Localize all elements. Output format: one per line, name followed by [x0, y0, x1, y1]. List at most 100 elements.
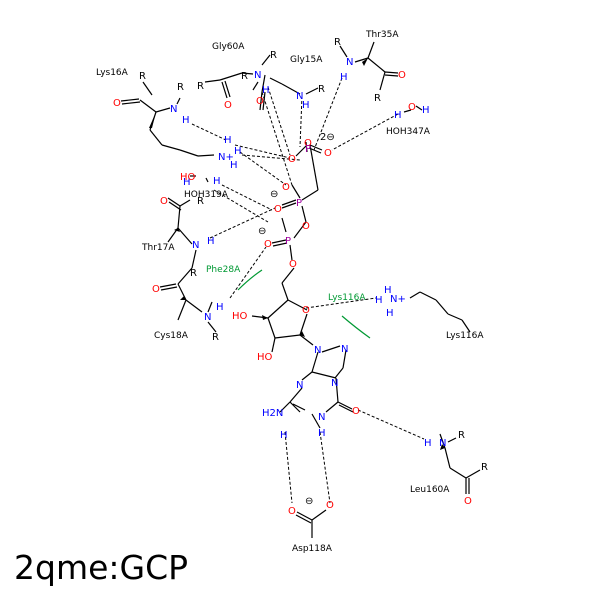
residue-phe28a-label: Phe28A: [206, 265, 241, 275]
atom-r: R: [481, 462, 488, 473]
residue-thr17a-label: Thr17A: [141, 243, 175, 253]
atom-h: H: [422, 105, 430, 116]
atom-o: O: [352, 406, 360, 417]
residue-hoh347a-label: HOH347A: [386, 127, 431, 137]
atom-n-plus: N+: [390, 294, 406, 305]
residue-gly15a-label: Gly15A: [290, 55, 323, 65]
atom-h: H: [302, 100, 310, 111]
atom-o: O: [464, 496, 472, 507]
residue-hoh319a-label: HOH319A: [184, 190, 229, 200]
atom-o: O: [282, 182, 290, 193]
atom-n: N: [314, 345, 321, 356]
atom-r: R: [212, 332, 219, 343]
atom-h: H: [280, 430, 288, 441]
bond-lines: [120, 41, 481, 538]
charge-labels: 2⊖ ⊖ ⊖ ⊖: [258, 132, 335, 507]
atom-n: N: [318, 412, 325, 423]
atom-o: O: [288, 154, 296, 165]
atom-n: N: [439, 438, 446, 449]
atom-r: R: [190, 268, 197, 279]
atom-o: O: [264, 239, 272, 250]
atom-o: O: [224, 100, 232, 111]
atom-o: O: [302, 305, 310, 316]
atom-h: H: [224, 135, 232, 146]
atom-p: P: [285, 236, 291, 247]
residue-lys16a-label: Lys16A: [96, 68, 129, 78]
atom-o: O: [256, 96, 264, 107]
atom-r: R: [197, 81, 204, 92]
atom-h: H: [386, 308, 394, 319]
atom-h: H: [384, 285, 392, 296]
atom-labels-oxygen: O O O O O O O O O O O O O O HO HO O O HO…: [113, 70, 472, 517]
atom-o: O: [113, 98, 121, 109]
atom-ho: HO: [232, 311, 248, 322]
atom-h2n: H2N: [262, 408, 283, 419]
atom-o: O: [274, 204, 282, 215]
residue-lys116a-label: Lys116A: [446, 331, 484, 341]
atom-h: H: [318, 428, 326, 439]
atom-r: R: [197, 196, 204, 207]
residue-gly60a-label: Gly60A: [212, 42, 245, 52]
atom-o: O: [324, 148, 332, 159]
charge-minus: ⊖: [305, 496, 313, 507]
atom-h: H: [262, 85, 270, 96]
atom-ho: HO: [257, 352, 273, 363]
atom-p: P: [296, 198, 302, 209]
atom-h: H: [230, 160, 238, 171]
atom-n: N: [296, 91, 303, 102]
atom-r: R: [318, 84, 325, 95]
atom-h: H: [394, 110, 402, 121]
atom-r: R: [334, 37, 341, 48]
atom-n: N: [254, 70, 261, 81]
atom-o: O: [408, 102, 416, 113]
residue-lys116a-contact-label: Lys116A: [328, 293, 366, 303]
atom-o: O: [398, 70, 406, 81]
atom-o: O: [152, 284, 160, 295]
atom-h: H: [216, 302, 224, 313]
atom-r: R: [458, 430, 465, 441]
atom-n-plus: N+: [218, 152, 234, 163]
residue-leu160a-label: Leu160A: [410, 485, 450, 495]
atom-r: R: [177, 82, 184, 93]
atom-r: R: [270, 50, 277, 61]
charge-minus: ⊖: [258, 226, 266, 237]
residue-asp118a-label: Asp118A: [292, 544, 333, 554]
atom-ho: HO: [180, 172, 196, 183]
stereo-wedges: [149, 58, 445, 450]
atom-o: O: [326, 500, 334, 511]
charge-2minus: 2⊖: [320, 132, 335, 143]
atom-o: O: [288, 506, 296, 517]
atom-o: O: [302, 221, 310, 232]
atom-o: O: [160, 196, 168, 207]
charge-minus: ⊖: [270, 189, 278, 200]
residue-labels: Gly60A Gly15A Thr35A Lys16A HOH347A HOH3…: [96, 30, 484, 554]
atom-n: N: [331, 378, 338, 389]
atom-n: N: [296, 380, 303, 391]
atom-h: H: [234, 146, 242, 157]
residue-thr35a-label: Thr35A: [365, 30, 399, 40]
atom-labels-phosphorus: P P P: [285, 144, 311, 247]
atom-n: N: [170, 104, 177, 115]
hydrogen-bond-lines: [191, 77, 425, 504]
atom-n: N: [346, 57, 353, 68]
hydrophobic-contacts: [237, 269, 371, 339]
atom-n: N: [204, 312, 211, 323]
atom-o: O: [304, 138, 312, 149]
atom-p: P: [305, 144, 311, 155]
atom-n: N: [341, 344, 348, 355]
atom-r: R: [374, 93, 381, 104]
atom-r: R: [241, 71, 248, 82]
atom-h: H: [182, 115, 190, 126]
atom-o: O: [289, 259, 297, 270]
atom-labels-r: R R R R R R R R R R R R R: [139, 37, 488, 473]
atom-n: N: [192, 240, 199, 251]
atom-h: H: [375, 295, 383, 306]
atom-h: H: [340, 72, 348, 83]
atom-labels-nitrogen: N N N N N+ N N N+ N N N N N H2N N H H H …: [170, 57, 446, 449]
residue-cys18a-label: Cys18A: [154, 331, 189, 341]
atom-h: H: [424, 438, 432, 449]
diagram-title: 2qme:GCP: [14, 548, 189, 587]
atom-h: H: [207, 236, 215, 247]
atom-h: H: [183, 177, 191, 188]
